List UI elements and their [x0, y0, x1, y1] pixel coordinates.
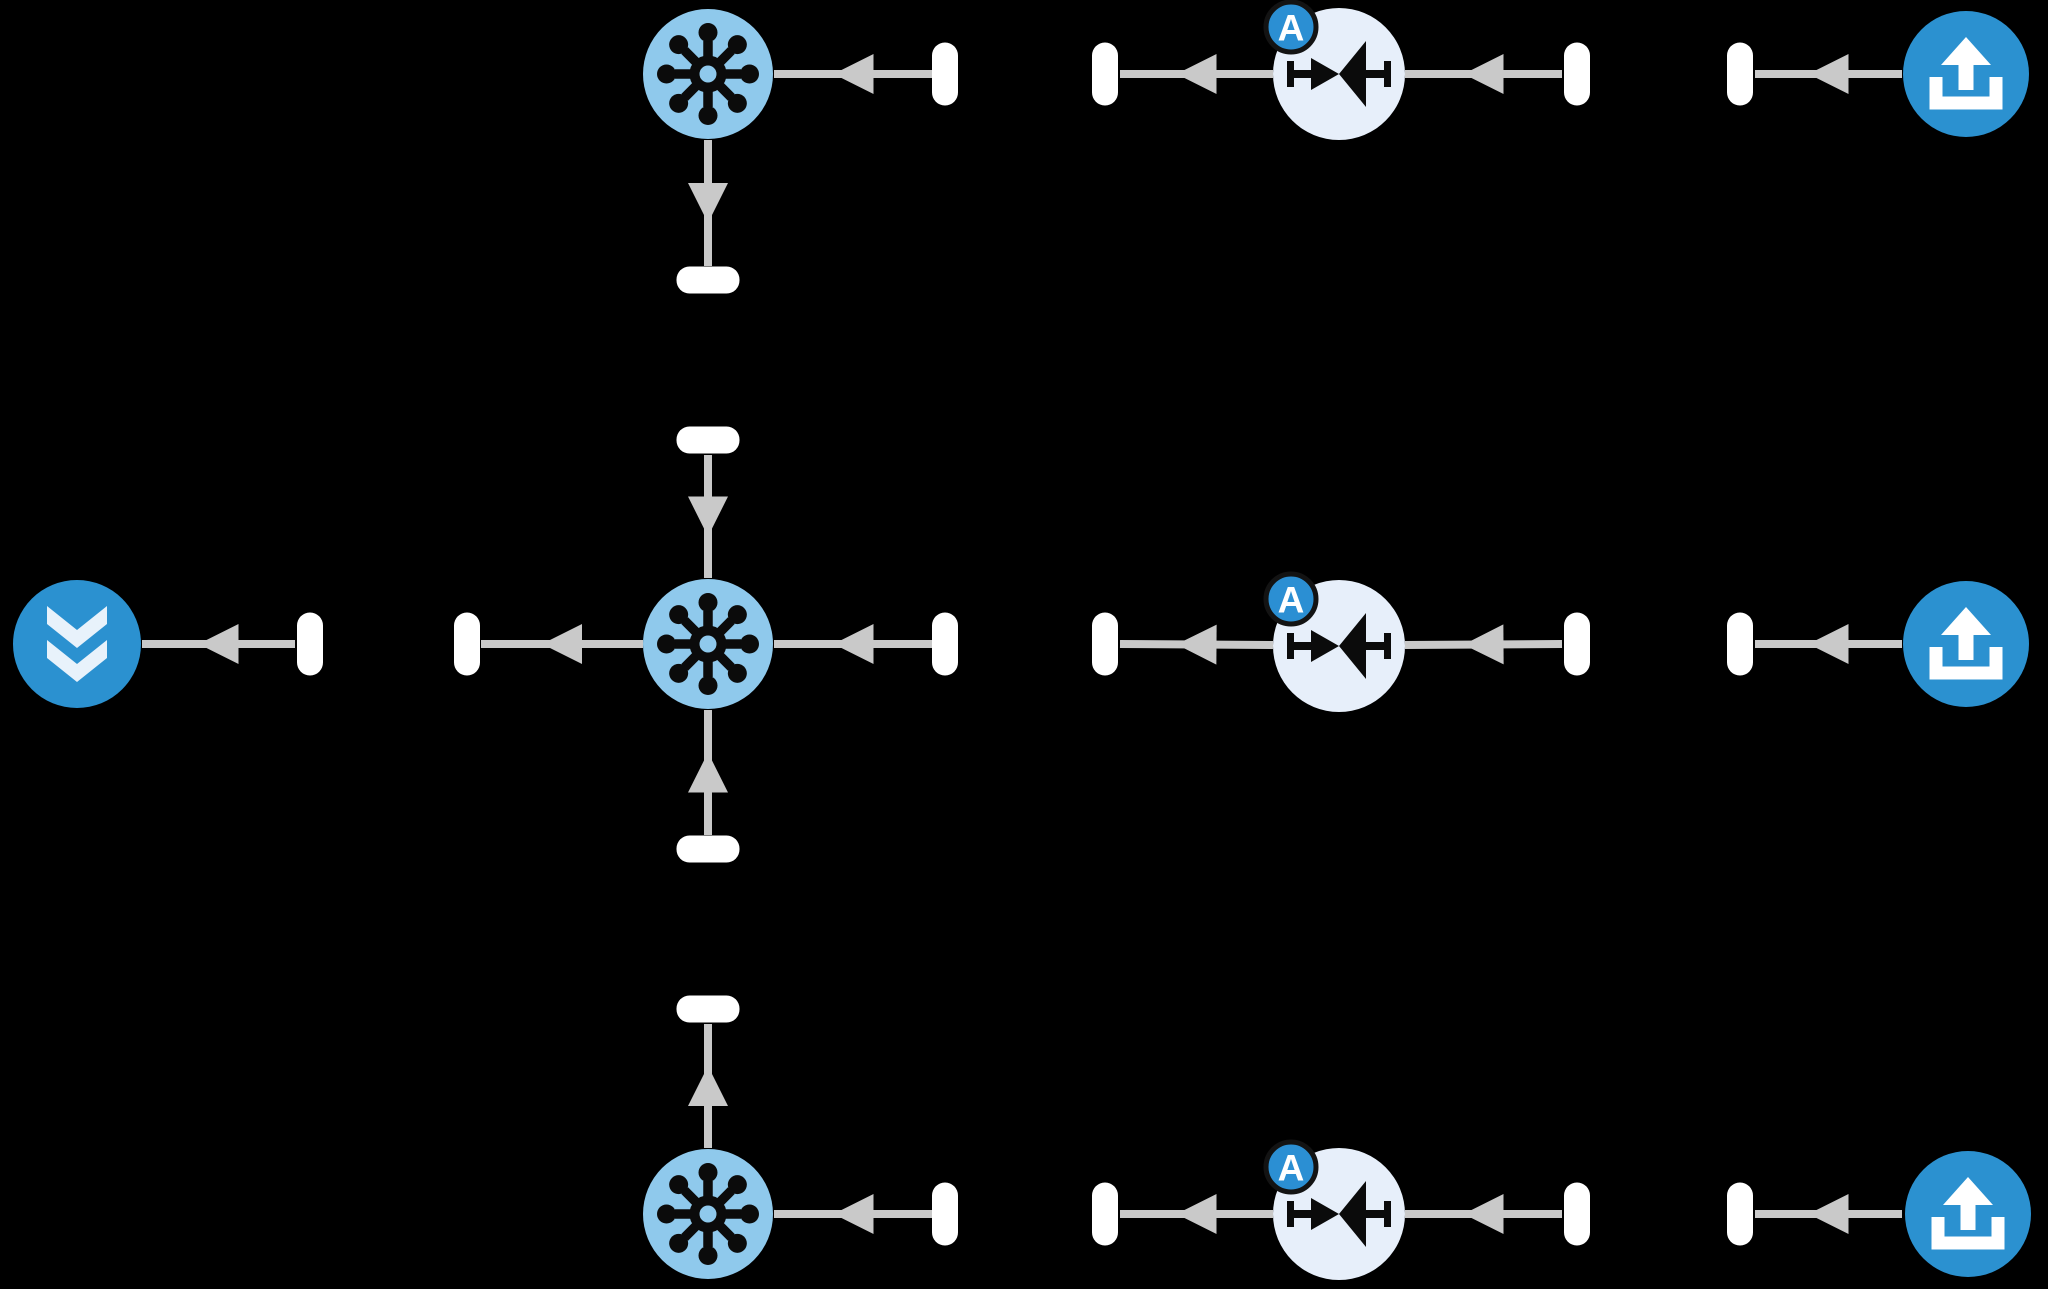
e-chain-up-into-hubmid [688, 710, 728, 835]
e-hubbot-up [688, 1024, 728, 1148]
hub-top[interactable] [643, 9, 773, 139]
upload-icon [1929, 607, 2003, 680]
port-bot-1[interactable] [932, 1182, 958, 1246]
arrowhead-icon [1176, 1194, 1217, 1234]
arrowhead-icon [1808, 1194, 1849, 1234]
arrowhead-icon [542, 624, 582, 664]
arrowhead-icon [833, 54, 874, 94]
arrowhead-icon [688, 1066, 728, 1106]
badge-circle [1263, 571, 1319, 627]
valve-bottom[interactable]: A [1263, 1139, 1405, 1280]
port-bot-2[interactable] [1092, 1182, 1118, 1246]
e-bot-port3-valve [1405, 1194, 1562, 1234]
e-chain-into-hubmid [688, 455, 728, 578]
hub-middle[interactable] [643, 579, 773, 709]
port-mid-5[interactable] [1564, 612, 1590, 676]
arrowhead-icon [688, 496, 728, 537]
hub-icon [657, 1163, 759, 1265]
valve-middle[interactable]: A [1263, 571, 1405, 712]
port-chain-4[interactable] [676, 995, 740, 1023]
valve-top[interactable]: A [1263, 0, 1405, 140]
e-top-pub-port4 [1755, 54, 1902, 94]
arrowhead-icon [198, 624, 239, 664]
port-chain-3[interactable] [676, 835, 740, 863]
valve-icon [1287, 41, 1391, 107]
port-bot-3[interactable] [1564, 1182, 1590, 1246]
port-chain-1[interactable] [676, 266, 740, 294]
e-bot-pub-port4 [1755, 1194, 1902, 1234]
arrowhead-icon [1463, 1194, 1504, 1234]
e-mid-port5-valve [1404, 624, 1563, 665]
publisher-bottom[interactable] [1905, 1151, 2031, 1277]
e-mid-valve-port4 [1119, 624, 1274, 665]
valve-icon [1287, 1181, 1391, 1247]
arrowhead-icon [1176, 54, 1217, 94]
double-chevron-down-icon [47, 606, 107, 682]
arrowhead-icon [833, 624, 874, 664]
e-mid-port3-hub [774, 624, 933, 664]
publisher-top[interactable] [1903, 11, 2029, 137]
upload-icon [1929, 37, 2003, 110]
arrowhead-icon [1463, 624, 1504, 665]
port-mid-1[interactable] [297, 612, 323, 676]
e-top-valve-port2 [1120, 54, 1273, 94]
badge-circle [1263, 0, 1319, 55]
port-mid-2[interactable] [454, 612, 480, 676]
e-bot-port1-hub [774, 1194, 933, 1234]
port-top-4[interactable] [1727, 42, 1753, 106]
badge-circle [1263, 1139, 1319, 1195]
arrowhead-icon [1463, 54, 1504, 94]
hub-bottom[interactable] [643, 1149, 773, 1279]
port-mid-3[interactable] [932, 612, 958, 676]
arrowhead-icon [1176, 624, 1217, 665]
port-top-3[interactable] [1564, 42, 1590, 106]
port-mid-4[interactable] [1092, 612, 1118, 676]
hub-icon [657, 593, 759, 695]
automation-badge: A [1263, 571, 1319, 627]
e-hubtop-down [688, 140, 728, 266]
subscriber-middle[interactable] [13, 580, 141, 708]
automation-badge: A [1263, 0, 1319, 55]
arrowhead-icon [1808, 54, 1849, 94]
port-mid-6[interactable] [1727, 612, 1753, 676]
port-top-1[interactable] [932, 42, 958, 106]
publisher-middle[interactable] [1903, 581, 2029, 707]
e-mid-pub-port6 [1755, 624, 1902, 664]
arrowhead-icon [688, 183, 728, 223]
port-top-2[interactable] [1092, 42, 1118, 106]
arrowhead-icon [1808, 624, 1849, 664]
port-chain-2[interactable] [676, 426, 740, 454]
e-bot-valve-port2 [1120, 1194, 1273, 1234]
upload-icon [1931, 1177, 2005, 1250]
hub-icon [657, 23, 759, 125]
e-top-port3-valve [1405, 54, 1562, 94]
port-bot-4[interactable] [1727, 1182, 1753, 1246]
e-mid-hub-port2 [481, 624, 643, 664]
e-top-port1-hub [774, 54, 933, 94]
automation-badge: A [1263, 1139, 1319, 1195]
valve-icon [1287, 613, 1391, 679]
arrowhead-icon [833, 1194, 874, 1234]
e-mid-port1-subscriber [142, 624, 295, 664]
arrowhead-icon [688, 752, 728, 793]
